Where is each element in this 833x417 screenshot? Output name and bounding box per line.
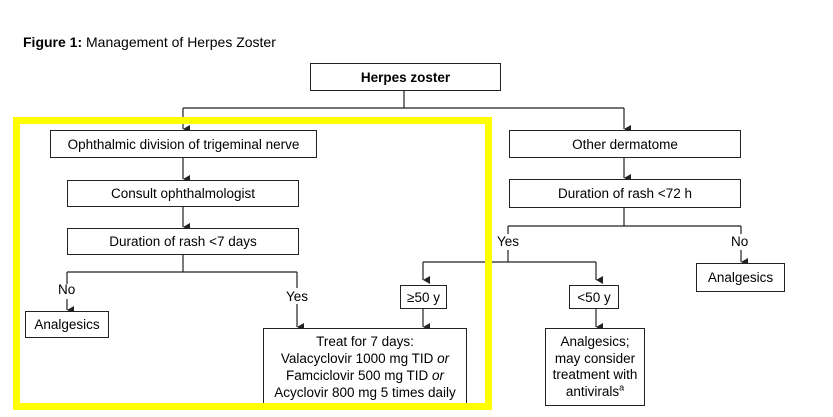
node-duration-72-h: Duration of rash <72 h: [509, 179, 741, 208]
node-age-50-plus: ≥50 y: [400, 285, 447, 309]
treat-or-1: or: [437, 351, 450, 366]
caption-text: Management of Herpes Zoster: [86, 34, 276, 50]
consider-antivirals: antivirals: [565, 383, 620, 399]
consider-line-4: antiviralsa: [565, 382, 625, 401]
node-other-dermatome: Other dermatome: [509, 130, 741, 158]
node-herpes-zoster: Herpes zoster: [310, 63, 501, 91]
treat-valacyclovir: Valacyclovir 1000 mg TID: [280, 351, 434, 366]
consider-line-2: may consider: [554, 350, 636, 366]
node-duration-7-days: Duration of rash <7 days: [67, 228, 299, 255]
treat-or-2: or: [432, 368, 445, 383]
treat-line-3: Famciclovir 500 mg TID or: [286, 367, 444, 384]
label-yes-right: Yes: [497, 234, 520, 249]
node-consult-ophthalmologist: Consult ophthalmologist: [67, 180, 299, 207]
node-analgesics-left: Analgesics: [25, 311, 109, 338]
node-age-under-50: <50 y: [569, 285, 619, 309]
consider-line-3: treatment with: [552, 367, 638, 382]
treat-famciclovir: Famciclovir 500 mg TID: [285, 368, 429, 383]
treat-line-4: Acyclovir 800 mg 5 times daily: [274, 385, 456, 400]
figure-caption: Figure 1: Management of Herpes Zoster: [23, 34, 276, 50]
consider-line-1: Analgesics;: [560, 334, 630, 349]
treat-line-2: Valacyclovir 1000 mg TID or: [281, 350, 449, 367]
node-analgesics-right: Analgesics: [696, 263, 785, 292]
caption-prefix: Figure 1:: [23, 34, 83, 50]
label-no-left: No: [58, 282, 76, 297]
node-ophthalmic-division: Ophthalmic division of trigeminal nerve: [50, 130, 317, 158]
footnote-marker: a: [619, 382, 625, 392]
label-no-right: No: [731, 234, 749, 249]
treat-line-1: Treat for 7 days:: [316, 334, 414, 349]
node-may-consider-antivirals: Analgesics; may consider treatment with …: [545, 328, 645, 406]
label-yes-left: Yes: [286, 289, 309, 304]
node-treat-7-days: Treat for 7 days: Valacyclovir 1000 mg T…: [263, 328, 467, 406]
